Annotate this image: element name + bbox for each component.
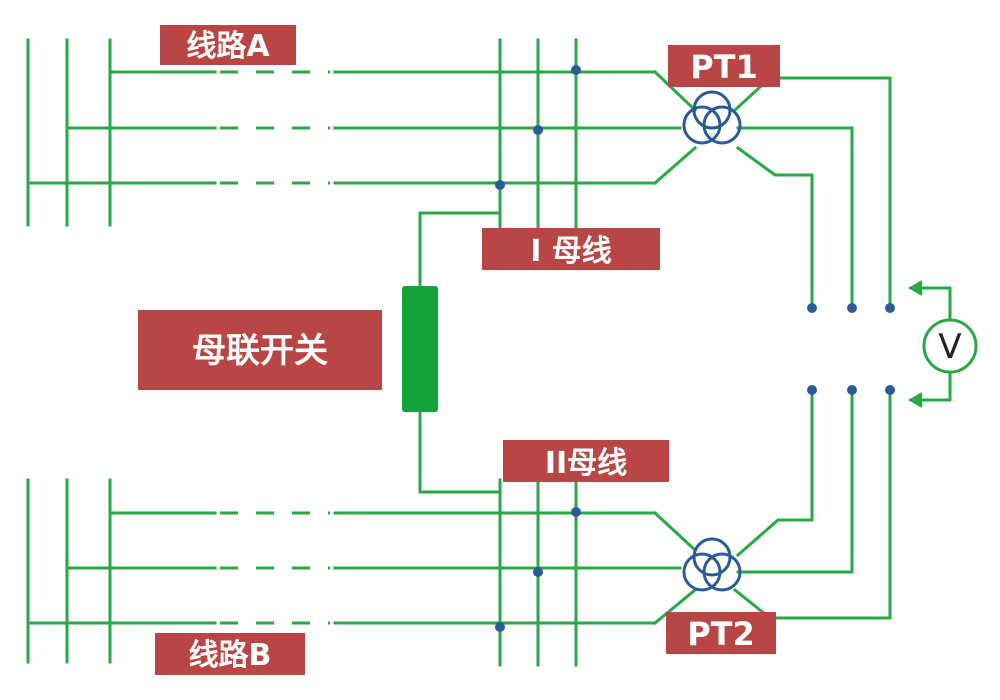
bus-2-phase-wires: [26, 511, 682, 625]
pt2-transformer-icon: [682, 537, 742, 592]
pt2-connections: [652, 390, 892, 626]
line-a-label-text: 线路A: [186, 29, 270, 64]
line-b-label-text: 线路B: [189, 638, 272, 673]
bus-1-nodes: [495, 65, 895, 313]
pt1-label: PT1: [668, 45, 780, 87]
line-b-feeders: [26, 478, 112, 664]
bus-coupler-breaker: [402, 286, 438, 412]
bus-2-label-text: II母线: [545, 446, 627, 481]
pt2-label: PT2: [666, 612, 776, 654]
bus-coupler-wiring: [418, 211, 502, 494]
bus-1-label-text: I 母线: [530, 234, 612, 269]
line-a-label: 线路A: [160, 25, 296, 65]
pt2-label-text: PT2: [687, 615, 755, 653]
bus-2-label: II母线: [503, 440, 669, 482]
bus-1-label: I 母线: [482, 228, 660, 270]
bus-1-vertical-bars: [498, 38, 578, 237]
pt1-label-text: PT1: [690, 48, 758, 86]
voltmeter-leads: [908, 280, 952, 408]
voltmeter-icon: [922, 318, 978, 374]
bus-1-phase-wires: [26, 70, 682, 185]
bus-coupler-label: 母联开关: [138, 310, 382, 390]
line-b-label: 线路B: [155, 633, 305, 675]
pt1-connections: [652, 69, 892, 312]
voltmeter-label: V: [938, 327, 961, 367]
pt1-transformer-icon: [682, 90, 742, 145]
bus-2-nodes: [495, 385, 895, 632]
bus-coupler-label-text: 母联开关: [192, 331, 328, 371]
line-a-feeders: [26, 38, 112, 227]
